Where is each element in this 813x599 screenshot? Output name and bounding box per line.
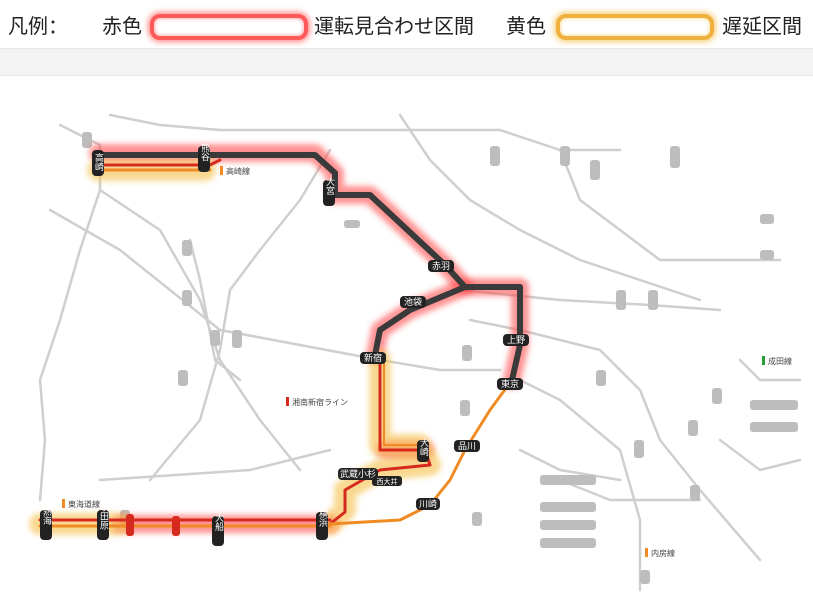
legend: 凡例： 赤色 運転見合わせ区間 黄色 遅延区間: [0, 0, 813, 48]
legend-red-swatch: [150, 14, 308, 40]
station-label: 品川: [458, 441, 476, 452]
station-kawasaki[interactable]: 川崎: [416, 498, 440, 510]
station-akabane[interactable]: 赤羽: [428, 260, 454, 272]
station-label: 横浜: [317, 508, 328, 528]
station-label: 熊谷: [199, 142, 210, 162]
station-label: 上野: [507, 335, 525, 346]
station-label: 大崎: [418, 437, 429, 456]
label-takasaki-line: 高崎線: [226, 166, 250, 176]
station-label: 高崎: [93, 152, 104, 171]
label-uchibo: 内房線: [651, 548, 675, 558]
station-label: 赤羽: [432, 261, 450, 272]
station-kumagaya[interactable]: 熊谷: [198, 142, 210, 172]
label-nishioi: 西大井: [377, 477, 398, 486]
station-label: 新宿: [364, 352, 382, 364]
line-labels: 高崎線 湘南新宿ライン 東海道線 成田線 内房線 西大井: [62, 166, 792, 558]
legend-yellow-swatch: [556, 14, 714, 40]
legend-red-meaning: 運転見合わせ区間: [314, 14, 474, 38]
route-map[interactable]: 高崎 熊谷 大宮 赤羽 池袋 新宿 上野 東京: [0, 76, 813, 599]
station-ueno[interactable]: 上野: [503, 334, 529, 346]
legend-title: 凡例：: [8, 14, 68, 38]
station-ofuna[interactable]: 大船: [212, 512, 224, 546]
small-stop-1: [126, 514, 180, 536]
label-tokaido: 東海道線: [68, 499, 100, 509]
station-musashikosugi[interactable]: 武蔵小杉: [338, 468, 378, 480]
station-odawara[interactable]: 小田原: [97, 502, 109, 540]
station-label: 池袋: [404, 296, 422, 308]
station-label: 武蔵小杉: [340, 468, 376, 480]
legend-yellow-label: 黄色: [506, 14, 546, 38]
station-shinjuku[interactable]: 新宿: [360, 352, 386, 364]
station-label: 小田原: [98, 502, 109, 529]
station-tokyo[interactable]: 東京: [497, 378, 523, 390]
minor-station-tags: [82, 132, 798, 584]
line-strokes: [38, 152, 523, 528]
station-osaki[interactable]: 大崎: [417, 437, 429, 462]
label-narita: 成田線: [768, 356, 792, 366]
stations: 高崎 熊谷 大宮 赤羽 池袋 新宿 上野 東京: [40, 142, 529, 546]
station-label: 東京: [501, 378, 519, 390]
station-takasaki[interactable]: 高崎: [92, 150, 104, 176]
legend-yellow-meaning: 遅延区間: [722, 14, 802, 38]
station-ikebukuro[interactable]: 池袋: [400, 296, 426, 308]
station-atami[interactable]: 熱海: [40, 506, 52, 540]
label-shonan-shinjuku: 湘南新宿ライン: [292, 397, 348, 407]
station-shinagawa[interactable]: 品川: [454, 440, 480, 452]
station-label: 熱海: [41, 506, 52, 526]
station-omiya[interactable]: 大宮: [323, 176, 335, 206]
station-label: 大船: [213, 512, 224, 532]
legend-red-label: 赤色: [102, 14, 142, 38]
station-yokohama[interactable]: 横浜: [316, 508, 328, 540]
base-network: [38, 113, 802, 592]
toolbar-strip: [0, 48, 813, 76]
station-label: 川崎: [419, 498, 437, 510]
station-label: 大宮: [324, 176, 335, 196]
